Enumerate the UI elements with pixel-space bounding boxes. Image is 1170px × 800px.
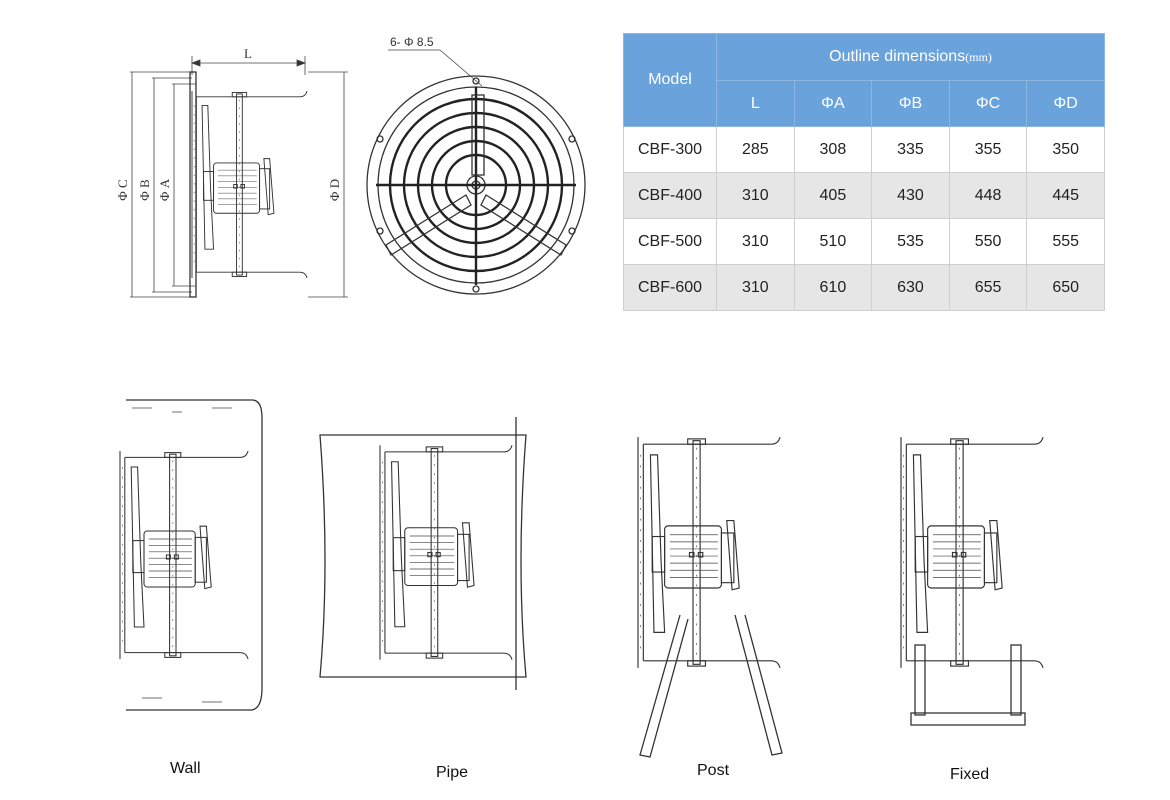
value-cell: 555 bbox=[1026, 218, 1105, 265]
value-cell: 405 bbox=[793, 172, 873, 219]
dim-label-phi-b: Φ B bbox=[137, 179, 152, 201]
model-cell: CBF-500 bbox=[623, 218, 717, 265]
wall-mount-drawing bbox=[119, 399, 263, 711]
value-cell: 445 bbox=[1026, 172, 1105, 219]
value-cell: 285 bbox=[716, 126, 795, 173]
value-cell: 350 bbox=[1026, 126, 1105, 173]
value-cell: 310 bbox=[716, 264, 795, 311]
value-cell: 650 bbox=[1026, 264, 1105, 311]
side-view-drawing: L Φ C Φ B Φ A Φ D bbox=[115, 46, 348, 298]
value-cell: 430 bbox=[871, 172, 950, 219]
unit-label: (mm) bbox=[965, 50, 992, 64]
column-header: ΦC bbox=[948, 80, 1028, 127]
value-cell: 335 bbox=[871, 126, 950, 173]
table-row: CBF-400 310 405 430 448 445 bbox=[623, 172, 1105, 219]
value-cell: 310 bbox=[716, 218, 795, 265]
installation-label-post: Post bbox=[697, 762, 730, 779]
column-header: L bbox=[716, 80, 795, 127]
post-mount-drawing bbox=[637, 436, 783, 758]
value-cell: 630 bbox=[871, 264, 950, 311]
table-row: CBF-500 310 510 535 550 555 bbox=[623, 218, 1105, 265]
table-row: CBF-300 285 308 335 355 350 bbox=[623, 126, 1105, 173]
value-cell: 655 bbox=[948, 264, 1028, 311]
value-cell: 535 bbox=[871, 218, 950, 265]
installation-label-wall: Wall bbox=[170, 760, 201, 777]
model-header: Model bbox=[623, 33, 717, 127]
model-cell: CBF-400 bbox=[623, 172, 717, 219]
value-cell: 355 bbox=[948, 126, 1028, 173]
column-header: ΦA bbox=[793, 80, 873, 127]
outline-dimensions-table: Model Outline dimensions(mm) L ΦA ΦB ΦC … bbox=[623, 33, 1105, 311]
value-cell: 510 bbox=[793, 218, 873, 265]
table-row: CBF-600 310 610 630 655 650 bbox=[623, 264, 1105, 311]
value-cell: 448 bbox=[948, 172, 1028, 219]
front-view-drawing: 6- Φ 8.5 bbox=[366, 35, 586, 295]
column-header: ΦD bbox=[1026, 80, 1105, 127]
installation-label-pipe: Pipe bbox=[436, 764, 469, 781]
group-header: Outline dimensions(mm) bbox=[716, 33, 1105, 81]
hole-note: 6- Φ 8.5 bbox=[390, 35, 434, 49]
column-header: ΦB bbox=[871, 80, 950, 127]
value-cell: 610 bbox=[793, 264, 873, 311]
fixed-mount-drawing bbox=[900, 436, 1044, 726]
dim-label-phi-d: Φ D bbox=[327, 179, 342, 201]
value-cell: 308 bbox=[793, 126, 873, 173]
dim-label-phi-a: Φ A bbox=[157, 178, 172, 201]
installation-label-fixed: Fixed bbox=[950, 766, 990, 783]
value-cell: 550 bbox=[948, 218, 1028, 265]
model-cell: CBF-300 bbox=[623, 126, 717, 173]
dim-label-phi-c: Φ C bbox=[115, 179, 130, 200]
dim-label-l: L bbox=[244, 46, 252, 61]
pipe-mount-drawing bbox=[319, 417, 527, 690]
model-cell: CBF-600 bbox=[623, 264, 717, 311]
value-cell: 310 bbox=[716, 172, 795, 219]
